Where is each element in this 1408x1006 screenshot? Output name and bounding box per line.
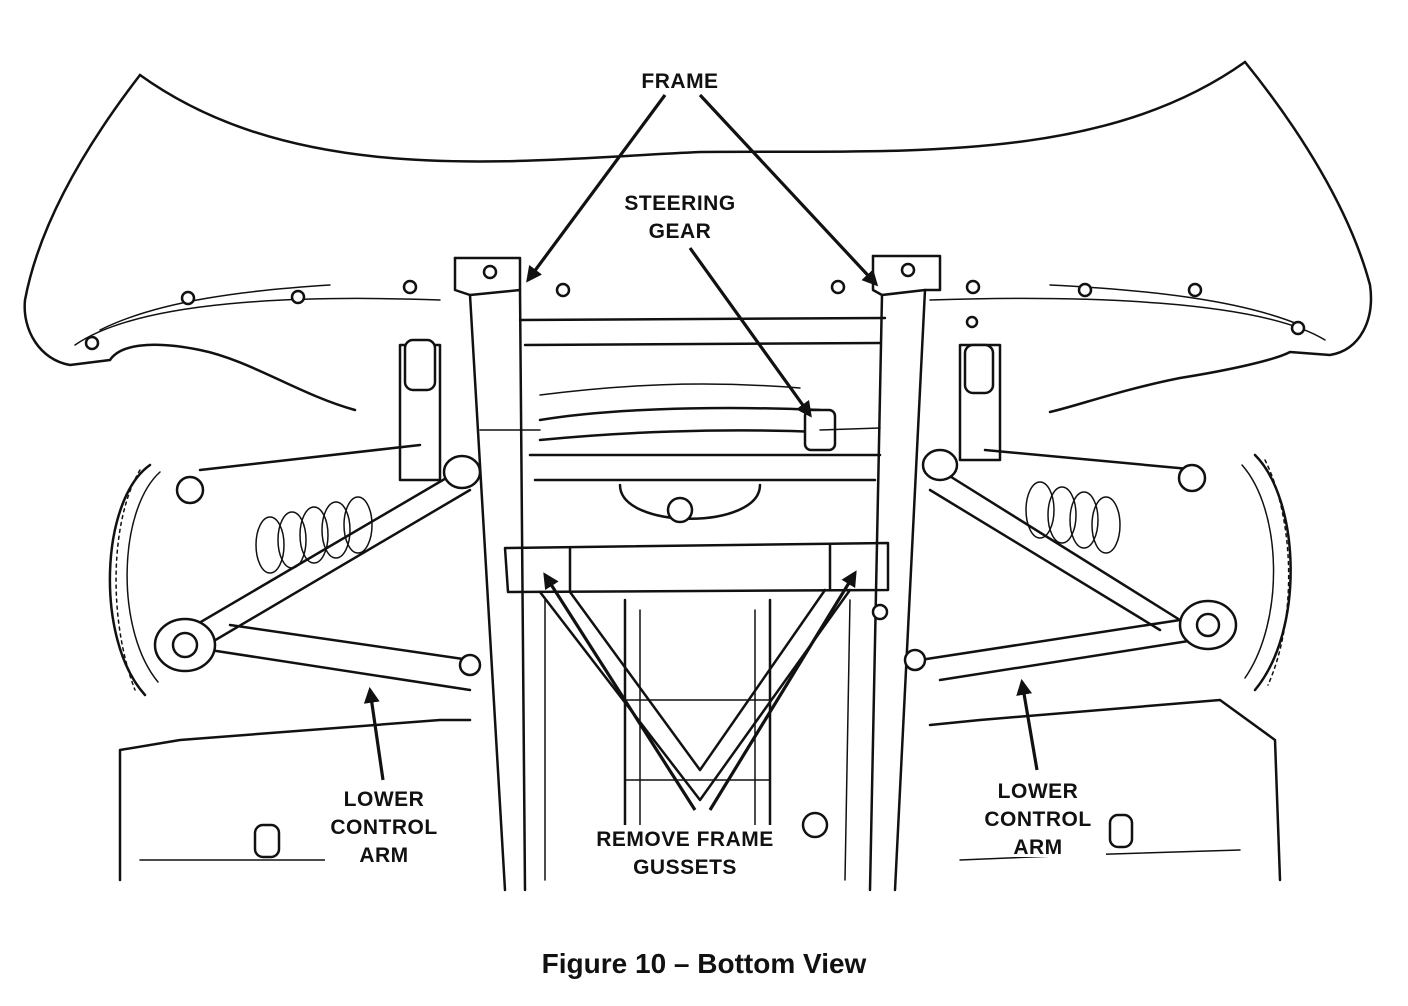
frame-rails (453, 254, 942, 892)
steering-gear-label-line2: GEAR (649, 220, 712, 243)
left-suspension (108, 338, 482, 882)
remove-frame-gussets-label-line2: GUSSETS (633, 856, 737, 879)
steering-gear-label-line1: STEERING (624, 192, 735, 215)
frame-label: FRAME (641, 70, 718, 93)
left-lower-control-arm-label-line1: LOWER (344, 788, 425, 811)
right-lower-control-arm-label-line2: CONTROL (984, 808, 1091, 831)
left-lower-control-arm-label-line3: ARM (359, 844, 408, 867)
right-lower-control-arm-label-line1: LOWER (998, 780, 1079, 803)
right-suspension (903, 343, 1292, 882)
fascia-bolts (84, 279, 1306, 351)
frame-callout-arrows (526, 93, 879, 287)
steering-gear (479, 383, 881, 452)
remove-frame-gussets-label-line1: REMOVE FRAME (596, 828, 774, 851)
right-lower-control-arm-label-line3: ARM (1013, 836, 1062, 859)
gussets-callout-arrows (543, 570, 857, 811)
right-lower-control-arm-callout-arrow (1016, 678, 1039, 771)
oil-pan (618, 483, 829, 862)
front-fascia (23, 60, 1373, 414)
left-lower-control-arm-label-line2: CONTROL (330, 816, 437, 839)
figure-caption: Figure 10 – Bottom View (541, 948, 867, 979)
steering-gear-callout-arrow (688, 247, 812, 418)
left-lower-control-arm-callout-arrow (363, 686, 385, 781)
